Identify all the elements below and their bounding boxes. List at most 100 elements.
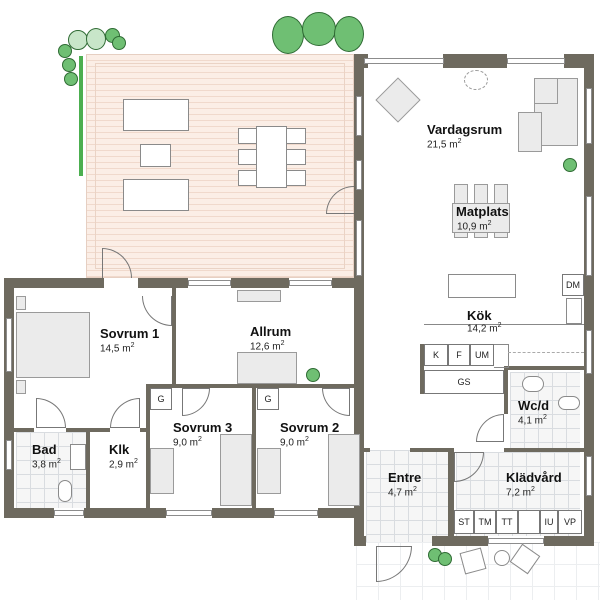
wall xyxy=(84,508,166,518)
wall xyxy=(252,384,256,510)
window[interactable] xyxy=(356,220,362,276)
fridge-k: K xyxy=(424,344,448,366)
wardrobe-g: G xyxy=(150,388,172,410)
dining-table xyxy=(452,203,510,233)
window[interactable] xyxy=(6,440,12,470)
wall xyxy=(410,448,450,452)
window[interactable] xyxy=(364,58,444,64)
door[interactable] xyxy=(322,388,350,416)
laundry-sink xyxy=(518,510,540,534)
window[interactable] xyxy=(586,456,592,496)
room-label-kok: Kök xyxy=(467,308,492,323)
fireplace-icon xyxy=(464,70,488,90)
patio-table xyxy=(494,550,510,566)
room-area-sovrum3: 9,0 m2 xyxy=(173,436,202,449)
tree-icon xyxy=(62,58,76,72)
wall xyxy=(231,278,289,288)
laundry-tm: TM xyxy=(474,510,496,534)
door[interactable] xyxy=(182,388,210,416)
toilet xyxy=(58,480,72,502)
freezer-f: F xyxy=(448,344,470,366)
wcd-floor xyxy=(510,372,580,452)
laundry-iu: IU xyxy=(540,510,558,534)
outdoor-sofa xyxy=(123,179,189,211)
wall xyxy=(140,428,146,432)
tree-icon xyxy=(64,72,78,86)
door[interactable] xyxy=(476,414,504,442)
room-label-sovrum3: Sovrum 3 xyxy=(173,420,233,435)
hedge-icon xyxy=(79,56,83,176)
room-label-matplats: Matplats xyxy=(456,204,509,219)
nightstand xyxy=(16,380,26,394)
wall xyxy=(146,384,150,510)
desk xyxy=(257,448,281,494)
washbasin xyxy=(70,444,86,470)
room-area-sovrum1: 14,5 m2 xyxy=(100,342,135,355)
tree-icon xyxy=(112,36,126,50)
oven-um: UM xyxy=(470,344,494,366)
outdoor-sofa xyxy=(123,99,189,131)
window[interactable] xyxy=(488,538,544,544)
room-area-vardagsrum: 21,5 m2 xyxy=(427,138,462,151)
wall xyxy=(504,448,586,452)
wall xyxy=(86,428,90,510)
single-bed xyxy=(220,434,252,506)
room-label-sovrum2: Sovrum 2 xyxy=(280,420,340,435)
room-label-vardagsrum: Vardagsrum xyxy=(427,122,503,137)
plant-icon xyxy=(563,158,577,172)
window[interactable] xyxy=(586,88,592,144)
window[interactable] xyxy=(54,510,84,516)
laundry-tt: TT xyxy=(496,510,518,534)
wall xyxy=(354,536,366,546)
nightstand xyxy=(16,296,26,310)
wall xyxy=(354,54,364,544)
room-label-kladvard: Klädvård xyxy=(506,470,562,485)
window[interactable] xyxy=(274,510,318,516)
room-label-entre: Entre xyxy=(388,470,422,485)
window[interactable] xyxy=(188,280,231,286)
laundry-st: ST xyxy=(454,510,474,534)
door[interactable] xyxy=(142,296,172,326)
wall xyxy=(4,278,104,288)
door[interactable] xyxy=(110,398,140,428)
window[interactable] xyxy=(166,510,212,516)
wall xyxy=(432,536,488,546)
closet-gs: GS xyxy=(424,370,504,394)
room-label-klk: Klk xyxy=(109,442,130,457)
wall xyxy=(172,288,176,384)
window[interactable] xyxy=(507,58,565,64)
laundry-vp: VP xyxy=(558,510,582,534)
room-area-entre: 4,7 m2 xyxy=(388,486,417,499)
room-area-bad: 3,8 m2 xyxy=(32,458,61,471)
window[interactable] xyxy=(6,318,12,372)
wall xyxy=(420,344,424,394)
room-area-sovrum2: 9,0 m2 xyxy=(280,436,309,449)
sofa xyxy=(237,352,297,384)
room-area-klk: 2,9 m2 xyxy=(109,458,138,471)
window[interactable] xyxy=(586,330,592,374)
tree-icon xyxy=(272,16,304,54)
door[interactable] xyxy=(36,398,66,428)
window[interactable] xyxy=(356,160,362,190)
wall xyxy=(364,448,370,452)
sofa-chaise xyxy=(534,78,558,104)
outdoor-dining-table xyxy=(256,126,287,188)
armchair xyxy=(375,77,421,123)
wall xyxy=(318,508,364,518)
wall xyxy=(544,536,594,546)
room-area-kladvard: 7,2 m2 xyxy=(506,486,535,499)
wall xyxy=(443,54,507,68)
plant-icon xyxy=(438,552,452,566)
counter-outline xyxy=(424,324,584,345)
window[interactable] xyxy=(586,196,592,276)
window[interactable] xyxy=(356,96,362,136)
coffee-table xyxy=(518,112,542,152)
window[interactable] xyxy=(289,280,332,286)
room-area-matplats: 10,9 m2 xyxy=(457,220,492,233)
wall xyxy=(4,278,14,518)
wall xyxy=(504,366,586,370)
room-area-kok: 14,2 m2 xyxy=(467,322,502,335)
tree-icon xyxy=(58,44,72,58)
outdoor-coffee-table xyxy=(140,144,171,167)
